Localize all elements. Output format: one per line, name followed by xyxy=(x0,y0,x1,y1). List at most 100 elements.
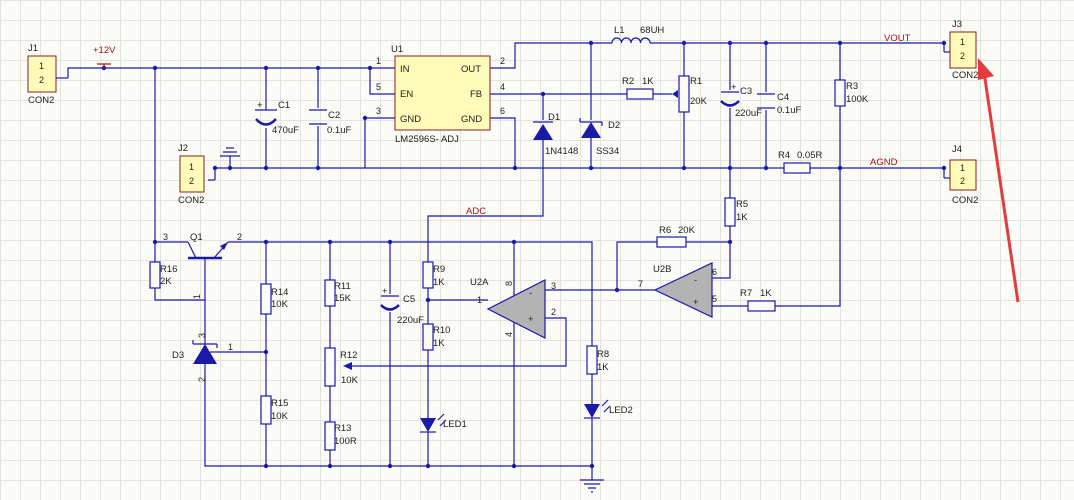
q1-ref: Q1 xyxy=(190,232,203,243)
r3-ref: R3 xyxy=(846,81,858,92)
net-vout: VOUT xyxy=(884,33,911,44)
cap-c2[interactable]: C2 0.1uF xyxy=(309,109,351,136)
r16-val: 2K xyxy=(160,276,172,287)
j1-pin1: 1 xyxy=(39,61,44,71)
r8-val: 1K xyxy=(597,362,609,373)
r6-ref: R6 xyxy=(659,225,671,236)
l1-ref: L1 xyxy=(614,25,625,36)
potentiometer-r12[interactable]: R12 10K xyxy=(324,347,360,387)
u2b-pin7: 7 xyxy=(638,279,643,289)
opamp-u2b[interactable]: U2B 6 5 7 - + xyxy=(638,262,717,318)
connector-j1[interactable]: 1 2 J1 CON2 xyxy=(27,43,68,106)
diode-d2[interactable]: D2 SS34 xyxy=(579,118,620,157)
r13-ref: R13 xyxy=(334,423,351,434)
u1-pin5: 5 xyxy=(376,82,381,92)
r16-ref: R16 xyxy=(160,264,177,275)
cap-c1[interactable]: + C1 470uF xyxy=(255,100,299,136)
u1-part: LM2596S- ADJ xyxy=(395,134,459,145)
r2-ref: R2 xyxy=(622,76,634,87)
d1-val: 1N4148 xyxy=(545,146,578,157)
u2a-minus: - xyxy=(529,288,532,299)
c4-ref: C4 xyxy=(777,92,789,103)
j2-pin2: 2 xyxy=(189,176,194,186)
transistor-q1[interactable]: Q1 3 2 1 xyxy=(163,232,242,299)
cap-c4[interactable]: C4 0.1uF xyxy=(757,92,801,116)
d1-ref: D1 xyxy=(548,112,560,123)
r12-val: 10K xyxy=(341,375,359,386)
c1-ref: C1 xyxy=(278,100,290,111)
u1-fb-label: FB xyxy=(470,89,482,100)
resistor-r9[interactable]: R9 1K xyxy=(422,261,445,289)
net-12v: +12V xyxy=(93,45,116,56)
u2a-plus: + xyxy=(528,314,534,325)
net-agnd: AGND xyxy=(870,157,898,168)
power-symbols xyxy=(97,63,604,493)
c5-val: 220uF xyxy=(397,315,424,326)
resistor-r11[interactable]: R11 15K xyxy=(324,279,352,307)
u1-gnd-label: GND xyxy=(400,114,421,125)
j3-type: CON2 xyxy=(952,70,978,81)
r3-val: 100K xyxy=(846,94,869,105)
opamp-u2a[interactable]: U2A 1 3 2 8 4 - + xyxy=(470,277,556,339)
cap-c3[interactable]: + C3 220uF xyxy=(720,82,762,119)
j2-ref: J2 xyxy=(178,143,188,154)
led-led2[interactable]: LED2 xyxy=(584,399,633,419)
u2a-pin3: 3 xyxy=(551,281,556,291)
u1-pin1: 1 xyxy=(376,56,381,66)
resistor-r3[interactable]: R3 100K xyxy=(834,79,869,107)
j1-pin2: 2 xyxy=(39,75,44,85)
r6-val: 20K xyxy=(678,225,696,236)
resistor-r16[interactable]: R16 2K xyxy=(149,261,177,289)
resistor-r4[interactable]: R4 0.05R xyxy=(768,150,822,174)
resistor-r5[interactable]: R5 1K xyxy=(724,197,748,227)
j3-ref: J3 xyxy=(952,19,962,30)
potentiometer-r1[interactable]: R1 20K xyxy=(672,75,708,113)
resistor-r6[interactable]: R6 20K xyxy=(656,225,696,248)
u2b-plus: + xyxy=(693,297,699,308)
regulator-d3[interactable]: D3 3 2 1 xyxy=(172,328,233,382)
r5-ref: R5 xyxy=(736,199,748,210)
connector-j2[interactable]: 1 2 J2 CON2 xyxy=(178,143,205,206)
u2a-ref: U2A xyxy=(470,277,489,288)
resistor-r14[interactable]: R14 10K xyxy=(260,283,289,315)
resistor-r7[interactable]: R7 1K xyxy=(740,288,776,312)
u1-pin6: 6 xyxy=(500,106,505,116)
j4-pin2: 2 xyxy=(960,176,965,186)
j2-pin1: 1 xyxy=(189,162,194,172)
net-labels: +12V VOUT AGND ADC xyxy=(93,33,911,217)
led-led1[interactable]: LED1 xyxy=(420,413,467,433)
inductor-l1[interactable]: L1 68UH xyxy=(611,25,664,44)
c3-val: 220uF xyxy=(735,108,762,119)
r12-ref: R12 xyxy=(340,350,357,361)
r2-val: 1K xyxy=(642,76,654,87)
ic-u1[interactable]: U1 LM2596S- ADJ IN EN GND OUT FB GND 1 5… xyxy=(376,44,505,145)
d3-ref: D3 xyxy=(172,350,184,361)
j4-type: CON2 xyxy=(952,195,978,206)
connector-j4[interactable]: 1 2 J4 CON2 xyxy=(944,144,978,206)
j2-type: CON2 xyxy=(178,195,204,206)
resistor-r2[interactable]: R2 1K xyxy=(622,76,654,100)
cap-c5[interactable]: + C5 220uF xyxy=(380,286,424,326)
u2a-pin8: 8 xyxy=(504,281,514,286)
connector-j3[interactable]: 1 2 J3 CON2 xyxy=(944,19,978,81)
u1-ref: U1 xyxy=(391,44,403,55)
u2a-pin2: 2 xyxy=(551,307,556,317)
r1-val: 20K xyxy=(690,96,708,107)
led1-ref: LED1 xyxy=(443,419,467,430)
c4-val: 0.1uF xyxy=(777,105,801,116)
c1-val: 470uF xyxy=(272,125,299,136)
q1-pin3: 3 xyxy=(163,232,168,242)
j3-pin1: 1 xyxy=(960,37,965,47)
r15-ref: R15 xyxy=(271,398,288,409)
resistor-r13[interactable]: R13 100R xyxy=(324,421,357,451)
u1-en-label: EN xyxy=(400,89,413,100)
d3-pin3: 3 xyxy=(197,333,207,338)
led2-ref: LED2 xyxy=(609,405,633,416)
resistor-r8[interactable]: R8 1K xyxy=(586,345,609,375)
r4-ref: R4 xyxy=(778,150,790,161)
diode-d1[interactable]: D1 1N4148 xyxy=(533,112,578,157)
resistor-r10[interactable]: R10 1K xyxy=(422,323,450,351)
c5-ref: C5 xyxy=(403,294,415,305)
resistor-r15[interactable]: R15 10K xyxy=(260,395,289,425)
